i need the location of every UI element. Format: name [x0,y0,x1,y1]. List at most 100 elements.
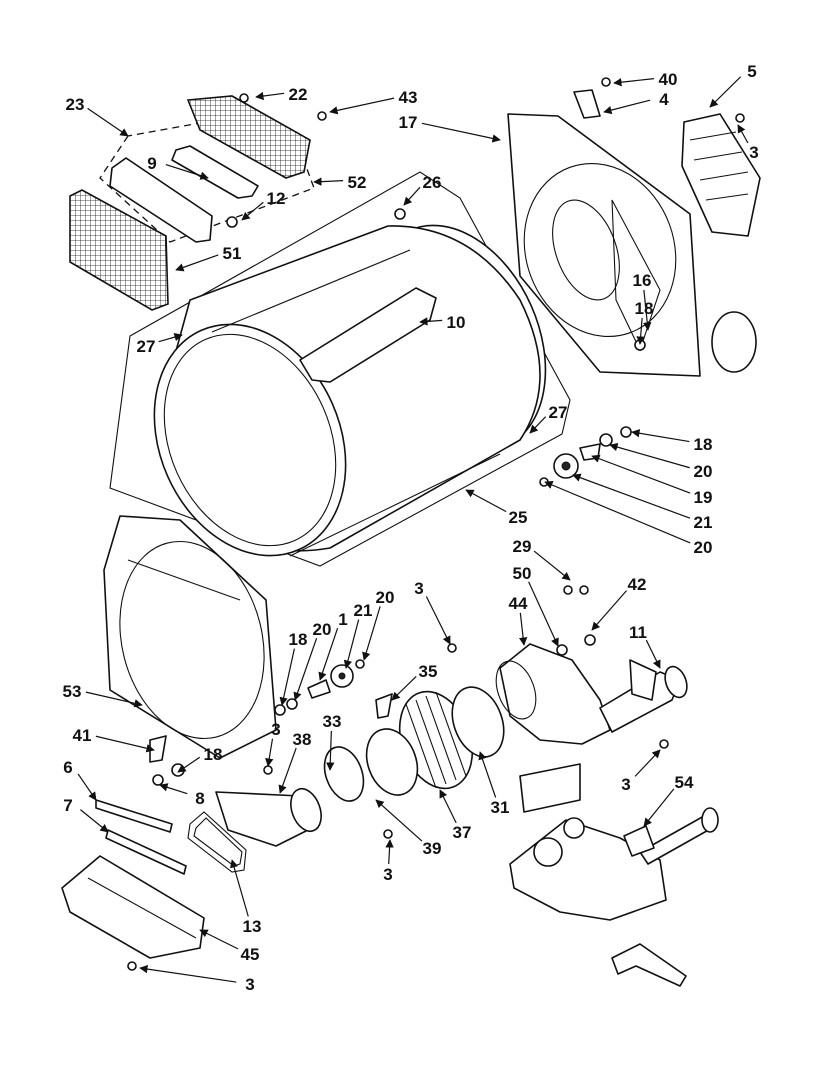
callout-c21b: 21 [354,601,373,620]
callout-c52: 52 [348,173,367,192]
leader-c31 [478,751,497,798]
callout-c19: 19 [694,488,713,507]
callout-c21a: 21 [694,513,713,532]
leader-c38 [278,747,297,794]
leader-c18c [279,648,295,706]
leader-c19 [591,454,691,494]
callout-c13: 13 [243,917,262,936]
lint-filter-grille [186,95,311,179]
leader-c54 [643,788,675,827]
callout-c22: 22 [289,85,308,104]
callout-c33: 33 [323,712,342,731]
callout-c3c: 3 [271,720,280,739]
callout-c16: 16 [633,271,652,290]
leader-c33 [326,730,335,771]
callout-leaders [77,76,749,983]
leader-c26 [403,186,421,206]
leader-c41 [95,735,155,753]
leader-c8 [159,783,188,795]
drive-belt [187,811,247,873]
callout-c43: 43 [399,88,418,107]
leader-c23 [87,107,129,137]
leader-c13 [230,859,249,917]
front-bulkhead [103,515,277,786]
grille-screw-2 [317,111,327,121]
leader-c44 [518,612,528,646]
clip-42 [584,634,596,646]
callout-c27a: 27 [137,337,156,356]
callout-c3f: 3 [245,975,254,994]
clip-41 [149,735,167,763]
callout-c37: 37 [453,823,472,842]
callout-c31: 31 [491,798,510,817]
drum-baffle [299,287,437,383]
leader-c35 [391,675,417,701]
screw-3-duct [659,739,669,749]
callout-c26: 26 [423,173,442,192]
callout-c25: 25 [509,508,528,527]
igniter [611,943,687,987]
rear-bearing-kit [539,426,632,487]
leader-c3d [634,749,661,777]
callout-c18d: 18 [204,745,223,764]
lint-screen-housing [109,157,213,243]
leader-c10 [419,317,443,326]
screw-3-lower [383,829,393,839]
screw-29a [563,585,573,595]
leader-c53 [85,691,143,708]
blower-assembly [323,585,688,802]
callout-c4: 4 [659,90,669,109]
front-bearing [171,763,185,777]
callout-c27b: 27 [549,403,568,422]
leader-c51 [175,254,219,272]
callout-c10: 10 [447,313,466,332]
callout-c41: 41 [73,726,92,745]
leader-c22 [255,91,285,101]
callout-c45: 45 [241,945,260,964]
callout-c7: 7 [63,796,72,815]
blower-gasket [365,728,419,796]
leader-c17 [421,122,501,143]
toe-panel [61,799,393,971]
screw-3-idler [263,765,273,775]
callout-c18b: 18 [694,435,713,454]
lint-filter-screen [69,189,169,311]
leader-c29 [533,550,571,581]
leader-c45 [199,929,239,950]
screw-3-top [735,113,745,123]
leader-c18b [631,429,690,443]
leader-c20d [362,606,381,661]
callout-c54: 54 [675,773,694,792]
leader-c1 [318,628,339,681]
blower-housing [499,643,611,745]
callout-c8: 8 [195,789,204,808]
leader-c27a [158,333,183,343]
leader-c11 [645,639,661,669]
clip-35 [375,693,393,719]
blower-seal [451,686,505,758]
leader-c20a [609,443,690,469]
leader-c3f [139,964,237,983]
callout-c3b: 3 [414,579,423,598]
burner-assembly [509,763,719,987]
callout-c20c: 20 [313,620,332,639]
front-duct-45 [61,855,205,959]
rear-bulkhead [507,77,761,377]
leader-c16 [643,289,652,331]
drum-screw [394,208,406,220]
callout-c3a: 3 [749,143,758,162]
clamp-11 [629,659,657,701]
callout-c18c: 18 [289,630,308,649]
leader-c4 [603,99,651,115]
callout-c44: 44 [509,594,528,613]
leader-c21a [572,473,691,519]
callout-c53: 53 [63,682,82,701]
leader-c3b [425,596,451,645]
nut-50 [556,644,568,656]
exhaust-outlet [711,311,757,373]
callout-c20a: 20 [694,462,713,481]
leader-c21b [343,619,360,669]
clip-40 [601,77,611,87]
lint-screen-bracket [171,145,259,199]
